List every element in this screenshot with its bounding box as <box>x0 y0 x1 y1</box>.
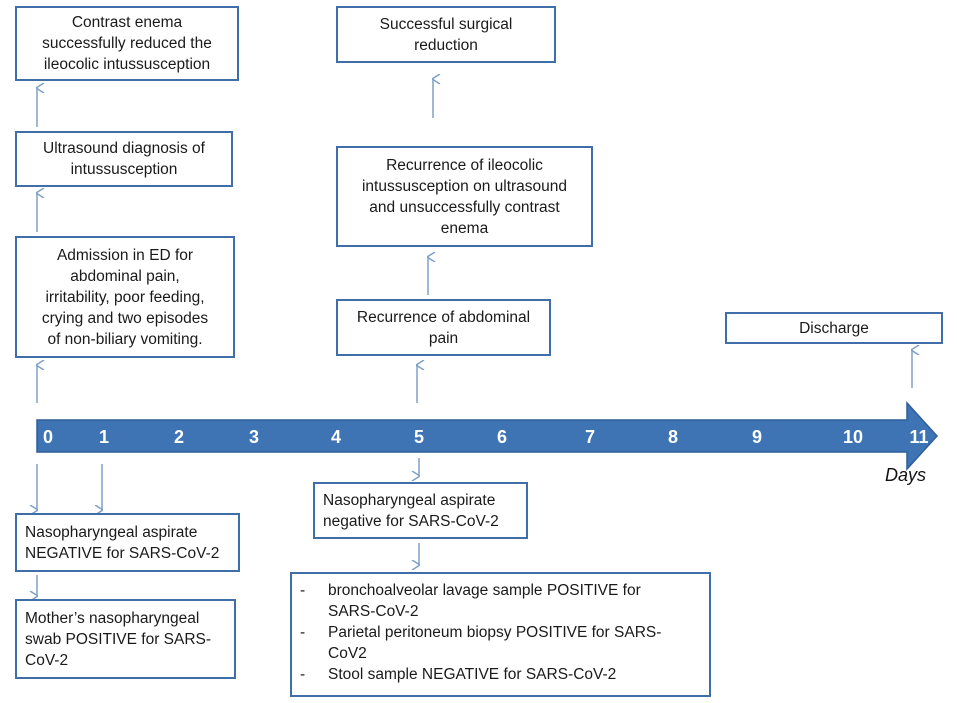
tick-4: 4 <box>330 427 342 447</box>
result-item-bal-dash: - <box>300 582 306 599</box>
box-ultrasound-diagnosis-text: Ultrasound diagnosis of intussusception <box>43 140 205 178</box>
box-recurrence-intussusception-text: Recurrence of ileocolic intussusception … <box>361 156 568 237</box>
tick-9: 9 <box>751 427 763 447</box>
result-item-biopsy: - Parietal peritoneum biopsy POSITIVE fo… <box>300 622 701 664</box>
tick-1: 1 <box>98 427 110 447</box>
box-recurrence-pain: Recurrence of abdominal pain <box>336 299 551 356</box>
result-item-bal: - bronchoalveolar lavage sample POSITIVE… <box>300 580 701 622</box>
box-np-aspirate-day5: Nasopharyngeal aspirate negative for SAR… <box>313 482 528 539</box>
box-np-aspirate-day0-text: Nasopharyngeal aspirate NEGATIVE for SAR… <box>25 523 220 562</box>
result-item-biopsy-text: Parietal peritoneum biopsy POSITIVE for … <box>328 624 662 662</box>
box-contrast-enema: Contrast enema successfully reduced the … <box>15 6 239 81</box>
result-item-stool-text: Stool sample NEGATIVE for SARS-CoV-2 <box>328 666 617 683</box>
timeline-arrow <box>36 401 939 471</box>
tick-0: 0 <box>42 427 54 447</box>
result-item-stool-dash: - <box>300 666 306 683</box>
tick-7: 7 <box>584 427 596 447</box>
tick-5: 5 <box>413 427 425 447</box>
box-surgical-reduction: Successful surgical reduction <box>336 6 556 63</box>
result-item-biopsy-dash: - <box>300 624 306 641</box>
box-contrast-enema-text: Contrast enema successfully reduced the … <box>42 14 212 73</box>
tick-6: 6 <box>496 427 508 447</box>
box-recurrence-intussusception: Recurrence of ileocolic intussusception … <box>336 146 593 247</box>
days-axis-label: Days <box>885 465 927 485</box>
box-surgical-reduction-text: Successful surgical reduction <box>379 15 513 54</box>
tick-3: 3 <box>248 427 260 447</box>
tick-11: 11 <box>909 427 929 447</box>
box-discharge: Discharge <box>725 312 943 344</box>
result-item-stool: - Stool sample NEGATIVE for SARS-CoV-2 <box>300 664 701 685</box>
box-mother-swab: Mother’s nasopharyngeal swab POSITIVE fo… <box>15 599 236 679</box>
box-np-aspirate-day5-text: Nasopharyngeal aspirate negative for SAR… <box>323 491 499 530</box>
box-admission: Admission in ED for abdominal pain, irri… <box>15 236 235 358</box>
box-mother-swab-text: Mother’s nasopharyngeal swab POSITIVE fo… <box>25 609 212 669</box>
box-np-aspirate-day0: Nasopharyngeal aspirate NEGATIVE for SAR… <box>15 513 240 572</box>
box-discharge-text: Discharge <box>799 319 869 337</box>
box-admission-text: Admission in ED for abdominal pain, irri… <box>41 246 209 348</box>
box-test-results: - bronchoalveolar lavage sample POSITIVE… <box>290 572 711 697</box>
tick-10: 10 <box>842 427 864 447</box>
result-item-bal-text: bronchoalveolar lavage sample POSITIVE f… <box>328 582 641 620</box>
tick-2: 2 <box>173 427 185 447</box>
box-ultrasound-diagnosis: Ultrasound diagnosis of intussusception <box>15 131 233 187</box>
box-recurrence-pain-text: Recurrence of abdominal pain <box>356 308 531 347</box>
tick-8: 8 <box>667 427 679 447</box>
